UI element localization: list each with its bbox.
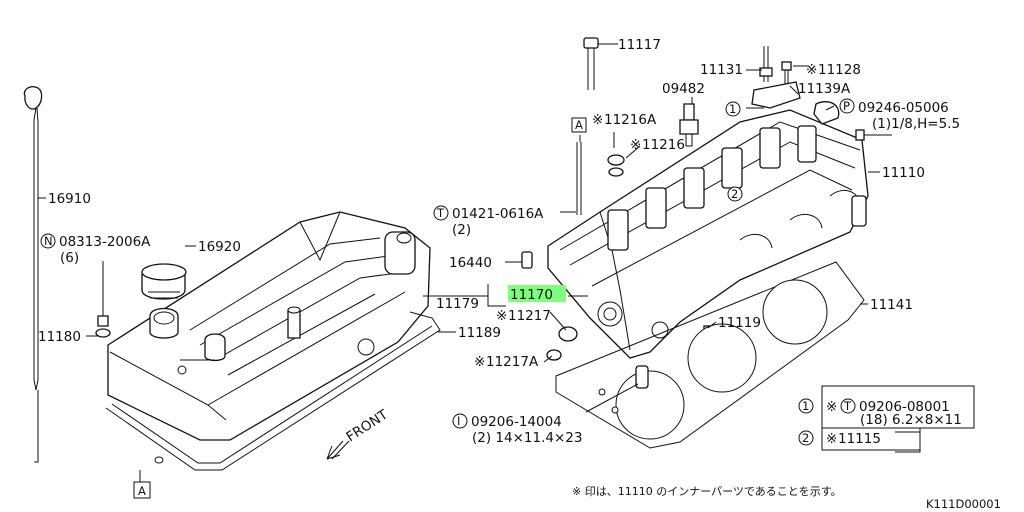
label-11115[interactable]: 11115 (838, 431, 881, 447)
asterisk-mark: ※ (806, 62, 817, 78)
label-11179[interactable]: 11179 (436, 296, 479, 312)
prefix-T-circle (433, 205, 449, 221)
diagram-code: K111D00001 (926, 497, 1001, 511)
bolt-drawing (95, 315, 111, 338)
ref-box-A-top (571, 117, 587, 133)
label-11119[interactable]: 11119 (718, 315, 761, 331)
ref-circle-2 (727, 186, 743, 202)
label-11189[interactable]: 11189 (458, 325, 501, 341)
legend-circle-1-text: 1 (802, 399, 809, 413)
head-gasket-drawing (555, 261, 865, 449)
label-16920[interactable]: 16920 (198, 239, 241, 255)
prefix-T-legend-text: T (843, 399, 852, 413)
ref-box-A-bottom-text: A (138, 484, 146, 498)
label-11217[interactable]: 11217 (508, 308, 551, 324)
label-01421-0616A[interactable]: 01421-0616A (452, 206, 544, 222)
label-11170[interactable]: 11170 (510, 287, 553, 303)
label-11131[interactable]: 11131 (700, 62, 743, 78)
ref-box-A-bottom (133, 481, 151, 499)
cylinder-head-drawing (547, 109, 869, 359)
label-11141[interactable]: 11141 (870, 297, 913, 313)
label-16440[interactable]: 16440 (449, 255, 492, 271)
ref-box-A-top-text: A (575, 118, 583, 132)
stud-drawing (576, 142, 582, 215)
cap-11217-drawing (546, 326, 578, 361)
prefix-I-circle (452, 413, 468, 429)
legend-box-2 (821, 427, 921, 451)
label-11128[interactable]: 11128 (818, 62, 861, 78)
label-11217A[interactable]: 11217A (486, 354, 539, 370)
asterisk-mark: ※ (826, 431, 837, 447)
asterisk-mark: ※ (592, 112, 603, 128)
asterisk-mark: ※ (496, 308, 507, 324)
front-label: FRONT (343, 406, 391, 445)
ref-circle-2-text: 2 (731, 187, 738, 201)
label-09206-08001-spec: (18) 6.2×8×11 (860, 412, 962, 428)
dowel-drawing (521, 251, 533, 269)
prefix-P-text: P (843, 99, 850, 113)
label-11180[interactable]: 11180 (38, 329, 81, 345)
ref-circle-1 (725, 101, 741, 117)
highlight-11170 (508, 285, 566, 302)
label-09206-14004-spec: (2) 14×11.4×23 (472, 430, 582, 446)
prefix-N-circle (40, 233, 56, 249)
label-16910[interactable]: 16910 (48, 191, 91, 207)
label-11216[interactable]: 11216 (642, 137, 685, 153)
asterisk-mark: ※ (474, 354, 485, 370)
valve-cover-drawing (107, 211, 431, 441)
label-09482[interactable]: 09482 (662, 81, 705, 97)
legend-circle-2 (798, 430, 814, 446)
prefix-P-circle (839, 98, 855, 114)
prefix-N-text: N (44, 234, 53, 248)
label-09206-08001[interactable]: 09206-08001 (859, 399, 950, 415)
prefix-T-text: T (436, 206, 445, 220)
seal-drawing (607, 154, 625, 177)
label-08313-qty: (6) (60, 250, 79, 266)
plug-drawing (855, 129, 892, 141)
dipstick-drawing (23, 86, 43, 391)
stud-11131-drawing (759, 46, 773, 82)
spark-plug-drawing (679, 103, 699, 147)
label-09246-spec: (1)1/8,H=5.5 (872, 116, 960, 132)
label-11216A[interactable]: 11216A (604, 112, 657, 128)
prefix-I-text: I (457, 414, 460, 428)
asterisk-mark: ※ (826, 399, 837, 415)
label-11139A[interactable]: 11139A (798, 81, 851, 97)
ref-circle-1-text: 1 (729, 102, 736, 116)
legend-circle-1 (798, 398, 814, 414)
legend-circle-2-text: 2 (802, 431, 809, 445)
prefix-T-circle-legend (840, 398, 856, 414)
front-arrow-drawing (326, 440, 350, 460)
oil-cap-drawing (141, 263, 187, 300)
label-11117[interactable]: 11117 (618, 37, 661, 53)
label-09206-14004[interactable]: 09206-14004 (471, 414, 562, 430)
footnote: ※ 印は、11110 のインナーパーツであることを示す。 (572, 485, 842, 498)
asterisk-mark: ※ (630, 137, 641, 153)
label-09246-05006[interactable]: 09246-05006 (858, 100, 949, 116)
head-bolt-drawing (583, 37, 599, 90)
valve-cover-gasket-drawing (105, 311, 441, 471)
label-11110[interactable]: 11110 (882, 165, 925, 181)
label-08313-2006A[interactable]: 08313-2006A (59, 234, 151, 250)
label-01421-qty: (2) (452, 222, 471, 238)
